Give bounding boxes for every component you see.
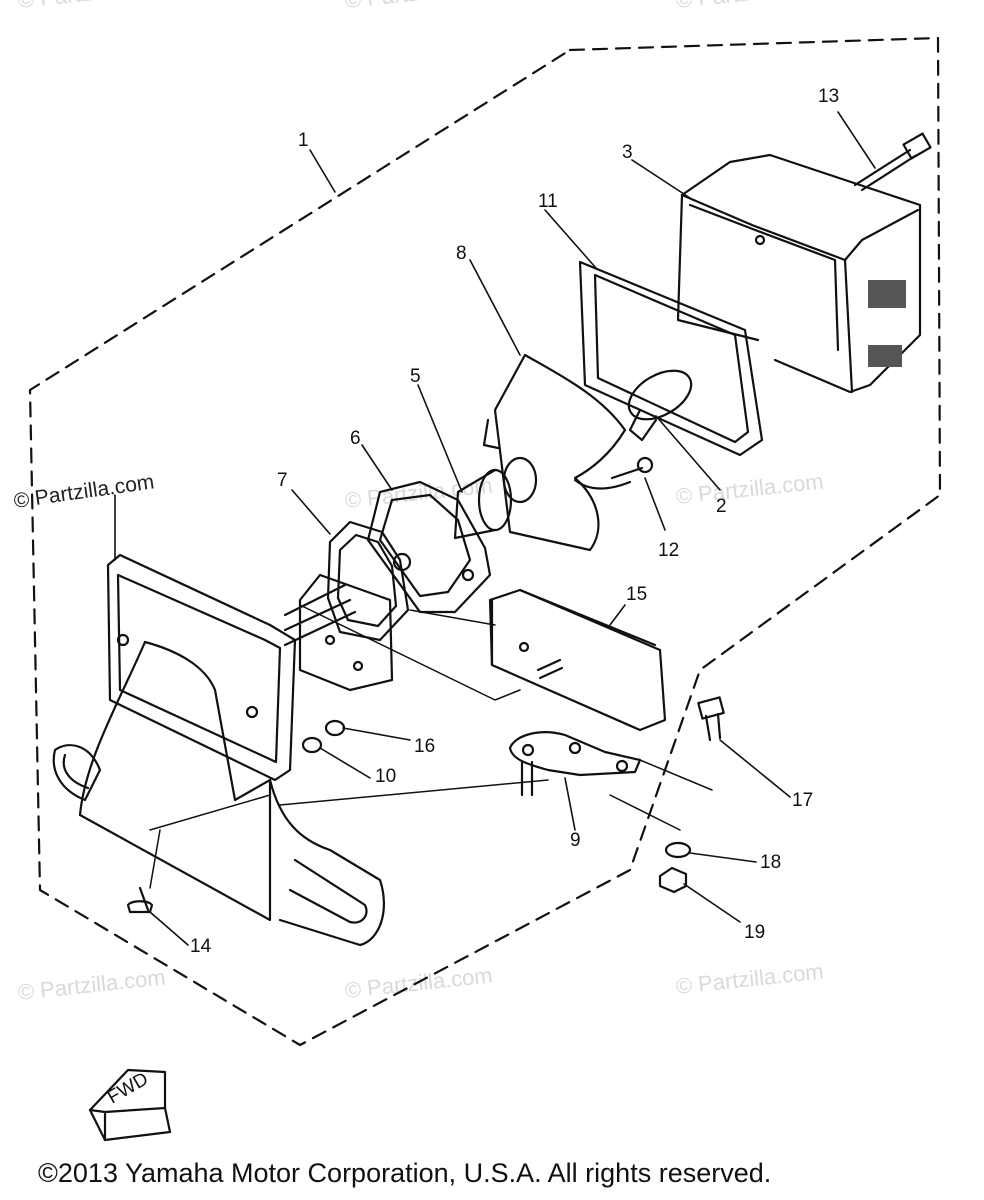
tail-lamp-lens <box>676 153 922 394</box>
reflector-plate <box>482 353 632 552</box>
bolt-14 <box>126 886 154 914</box>
reflector-screw <box>610 456 654 480</box>
nut-19 <box>658 866 688 894</box>
callout-19: 19 <box>744 922 765 943</box>
bulb-socket <box>453 468 513 540</box>
callout-8: 8 <box>456 243 467 264</box>
mounting-bracket <box>283 573 394 692</box>
callout-7: 7 <box>277 470 288 491</box>
callout-13: 13 <box>818 86 839 107</box>
connection-lines <box>149 604 713 889</box>
washer-16 <box>324 719 346 737</box>
callout-10: 10 <box>375 766 396 787</box>
callout-9: 9 <box>570 830 581 851</box>
washer-18 <box>664 841 692 859</box>
callout-14: 14 <box>190 936 212 957</box>
copyright-notice: ©2013 Yamaha Motor Corporation, U.S.A. A… <box>38 1158 772 1188</box>
nut-10 <box>301 736 323 754</box>
callout-6: 6 <box>350 428 361 449</box>
lens-gasket <box>578 260 764 457</box>
bolt-17 <box>697 696 725 742</box>
callout-11: 11 <box>538 191 558 212</box>
assembly-outline <box>28 36 942 1047</box>
callout-12: 12 <box>658 540 679 561</box>
callout-3: 3 <box>622 142 633 163</box>
reflector-stay <box>508 731 642 797</box>
license-plate-bracket <box>52 553 385 947</box>
callout-18: 18 <box>760 852 781 873</box>
leader-lines <box>114 111 876 946</box>
callout-5: 5 <box>410 366 421 387</box>
callout-17: 17 <box>792 790 813 811</box>
fwd-arrow <box>88 1068 172 1142</box>
callout-1: 1 <box>298 130 309 151</box>
lens-screw <box>853 132 932 192</box>
callout-15: 15 <box>626 584 647 605</box>
lamp-housing <box>366 480 492 614</box>
callout-2: 2 <box>716 496 727 517</box>
callout-16: 16 <box>414 736 435 757</box>
rear-reflector <box>488 588 667 732</box>
bulb <box>627 369 693 442</box>
